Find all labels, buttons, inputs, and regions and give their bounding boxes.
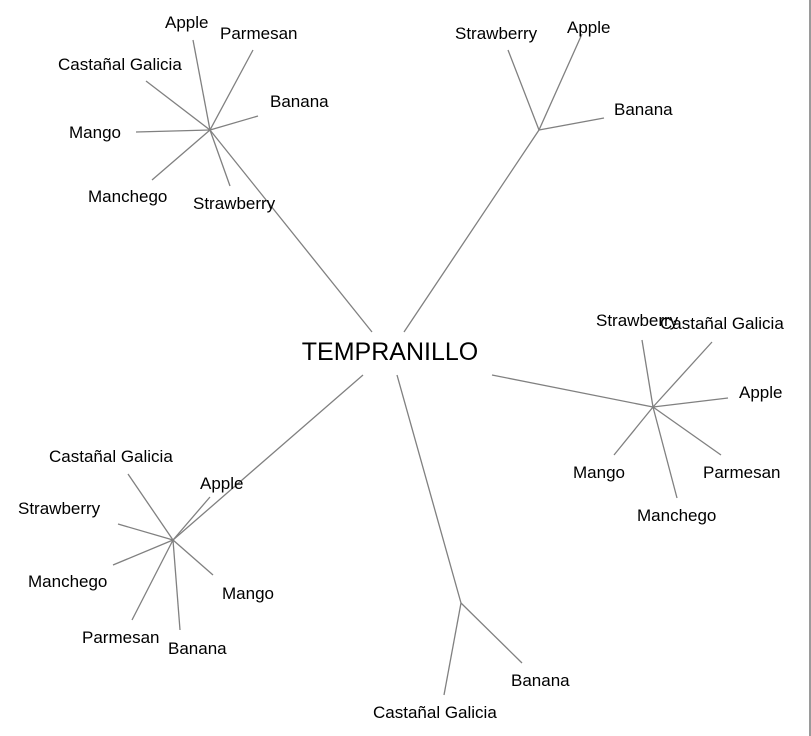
root-label: TEMPRANILLO [302,338,478,366]
leaf-edge [209,49,254,131]
leaf-edge [131,539,174,621]
leaf-label: Castañal Galicia [660,314,784,333]
trunk-edge [172,374,364,541]
leaf-label: Strawberry [596,311,679,330]
leaf-edge [151,129,211,181]
leaf-edge [112,539,174,566]
leaf-label: Banana [168,639,227,658]
leaf-edge [507,49,540,131]
leaf-label: Banana [511,671,570,690]
leaf-label: Parmesan [220,24,297,43]
leaf-edge [641,339,654,408]
leaf-label: Castañal Galicia [58,55,182,74]
leaf-edge [652,406,722,456]
trunk-edge [491,374,654,408]
leaf-label: Apple [739,383,782,402]
leaf-label: Banana [614,100,673,119]
leaf-edge [172,539,181,631]
leaf-edge [172,496,211,541]
leaf-label: Parmesan [703,463,780,482]
leaf-edge [117,523,174,541]
leaf-edge [172,539,214,576]
cluster-bottom-left: Castañal GaliciaAppleStrawberryManchegoP… [18,374,364,658]
leaf-label: Castañal Galicia [49,447,173,466]
leaf-label: Mango [573,463,625,482]
leaf-edge [652,397,729,408]
leaf-label: Manchego [637,506,716,525]
leaf-label: Banana [270,92,329,111]
leaf-edge [613,406,654,456]
leaf-label: Parmesan [82,628,159,647]
leaf-label: Mango [222,584,274,603]
leaf-label: Strawberry [18,499,101,518]
leaf-label: Manchego [88,187,167,206]
leaf-edge [209,115,259,131]
leaf-edge [145,80,211,131]
leaf-label: Castañal Galicia [373,703,497,722]
leaf-label: Apple [567,18,610,37]
leaf-edge [652,406,678,499]
leaf-edge [135,129,211,133]
leaf-edge [460,602,523,664]
leaf-edge [538,117,605,131]
trunk-edge [209,129,373,333]
leaf-label: Mango [69,123,121,142]
leaf-label: Apple [165,13,208,32]
leaf-label: Manchego [28,572,107,591]
leaf-label: Strawberry [455,24,538,43]
trunk-edge [403,129,540,333]
leaf-edge [443,602,462,696]
leaf-edge [652,341,713,408]
leaf-label: Strawberry [193,194,276,213]
leaf-edge [538,33,583,131]
trunk-edge [396,374,462,604]
leaf-edge [209,129,231,187]
leaf-label: Apple [200,474,243,493]
cluster-bottom: Castañal Galicia Banana [373,374,570,722]
leaf-edge [127,473,174,541]
leaf-edge [192,39,211,131]
